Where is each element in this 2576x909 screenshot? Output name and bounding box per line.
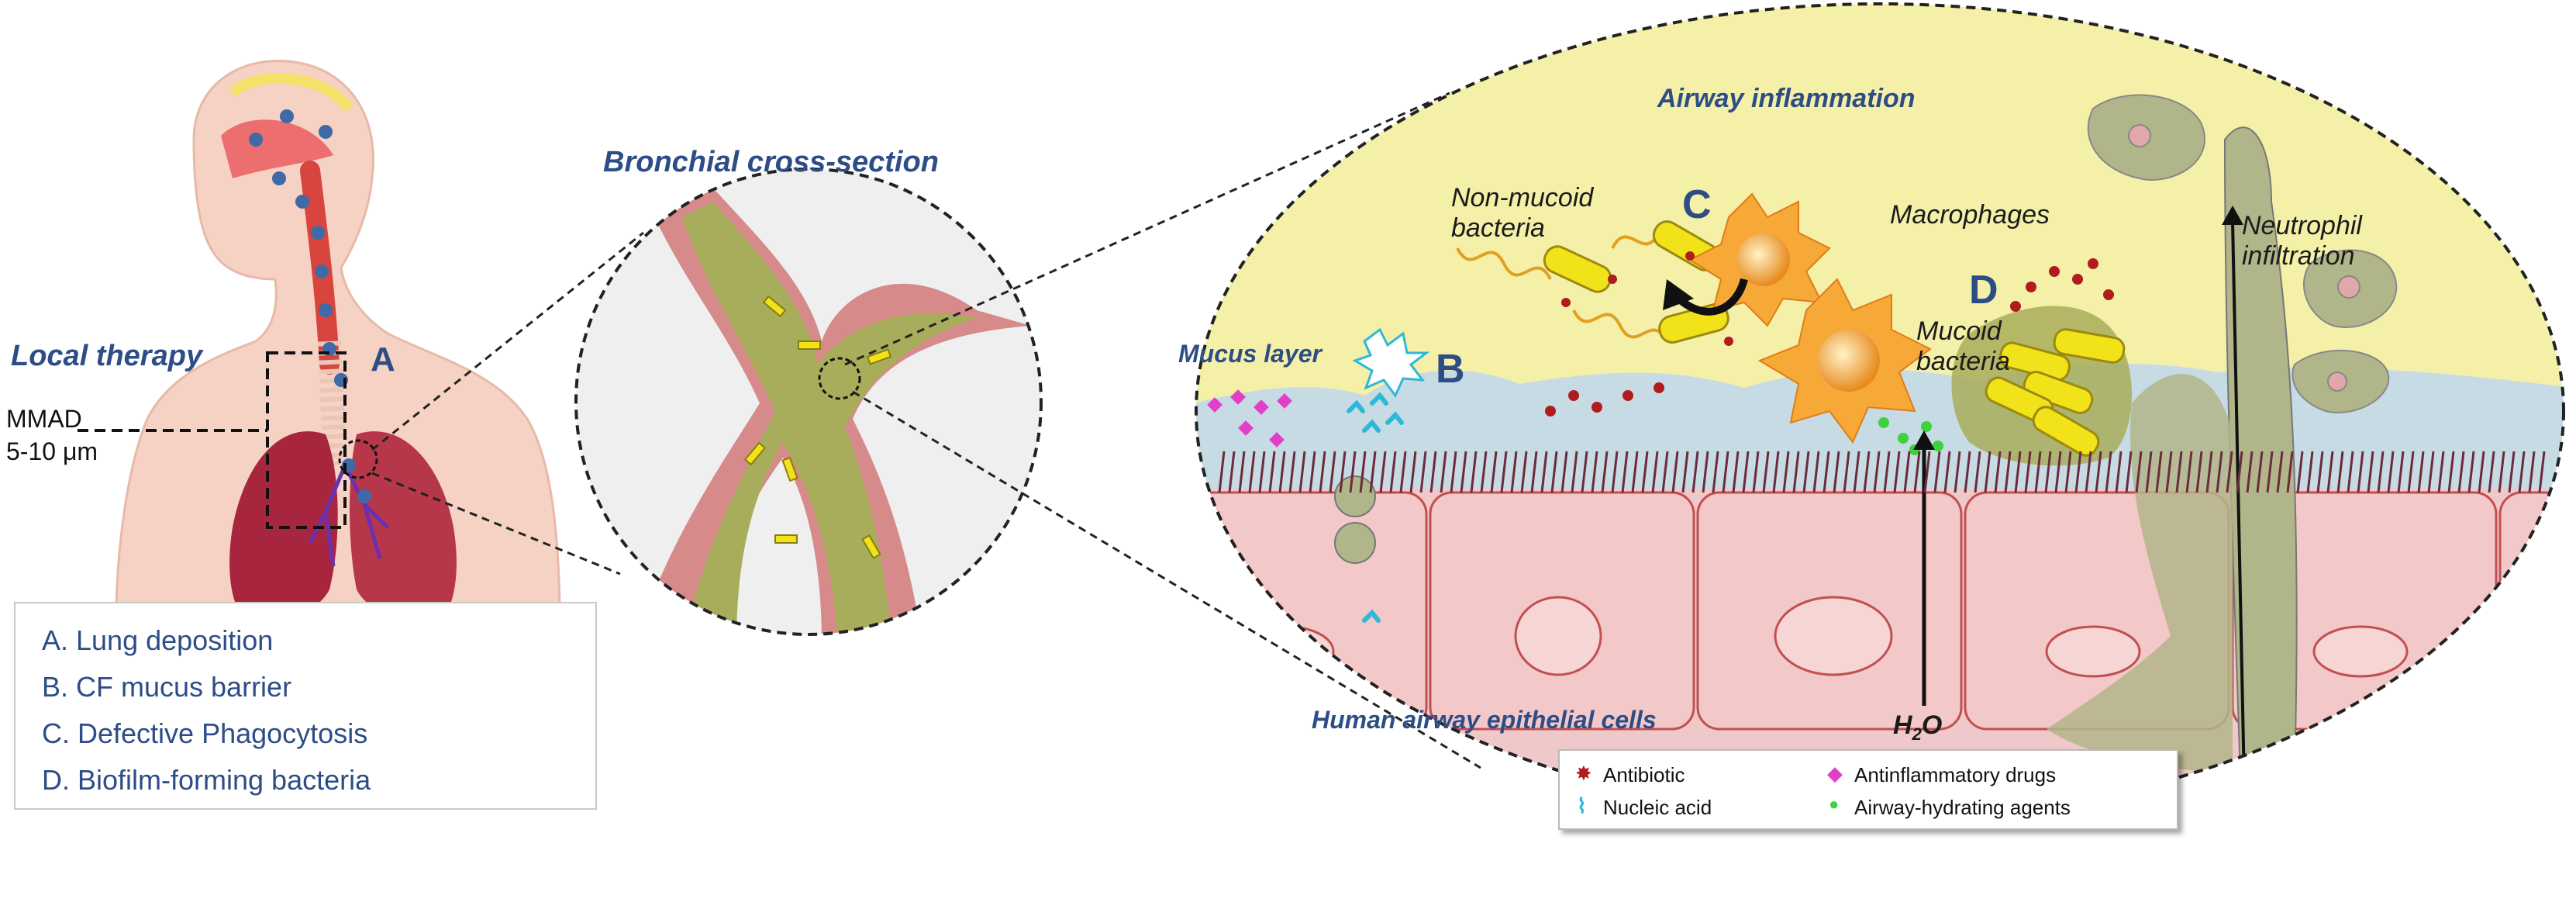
epithelial-cells-label: Human airway epithelial cells <box>1312 706 1657 734</box>
zoom-line-4 <box>852 390 1481 769</box>
antiinflammatory-icon: ◆ <box>1827 762 1843 785</box>
mmad-size-label: 5-10 μm <box>6 437 98 465</box>
antibiotic-particles <box>1545 251 2114 416</box>
macrophages <box>1688 192 1932 444</box>
local-therapy-box <box>266 351 347 529</box>
legend-antiinflammatory-label: Antinflammatory drugs <box>1854 763 2057 786</box>
zoom-line-2 <box>371 472 621 575</box>
human-body-figure <box>78 60 561 623</box>
nucleic-acid-icon: ⌇ <box>1577 794 1587 817</box>
nasal-cavity <box>221 119 333 178</box>
list-item: B. CF mucus barrier <box>42 671 292 703</box>
bronchial-cross-section <box>574 168 1043 636</box>
airway-detail <box>1195 2 2565 820</box>
trachea <box>318 340 347 466</box>
antiinflammatory-particles <box>1207 389 1292 448</box>
zoom-line-3 <box>844 92 1450 366</box>
cross-section-bacteria <box>743 295 892 559</box>
neutrophil-arrow <box>2231 220 2246 784</box>
intracellular-vesicle-1 <box>1334 475 1376 517</box>
h2o-label: H2O <box>1893 710 1943 744</box>
label-b: B <box>1436 347 1465 392</box>
mmad-label: MMAD <box>6 405 82 433</box>
list-item: D. Biofilm-forming bacteria <box>42 764 371 796</box>
legend-hydrating-label: Airway-hydrating agents <box>1854 796 2071 819</box>
label-a: A <box>371 340 395 378</box>
list-item: C. Defective Phagocytosis <box>42 717 368 749</box>
label-d: D <box>1969 268 1998 313</box>
intracellular-vesicle-2 <box>1334 522 1376 564</box>
airway-inflammation-label: Airway inflammation <box>1657 84 1916 113</box>
hydrating-agent-icon: ● <box>1829 794 1840 814</box>
antibiotic-icon: ✸ <box>1575 762 1592 785</box>
findings-list: A. Lung deposition B. CF mucus barrier C… <box>14 602 597 810</box>
zoom-line-1 <box>371 231 644 451</box>
mucoid-bacteria-cluster <box>1985 328 2126 457</box>
phagocytosis-arrowhead <box>1663 279 1694 310</box>
symbol-legend: ✸ Antibiotic ◆ Antinflammatory drugs ⌇ N… <box>1558 749 2178 830</box>
bronchus-lumen <box>682 202 977 634</box>
cross-section-zoom-circle <box>818 357 861 400</box>
body-silhouette <box>115 60 561 607</box>
local-therapy-label: Local therapy <box>11 340 203 372</box>
phagocytosis-arrow <box>1671 278 1748 316</box>
neutrophils-lumen <box>2087 94 2398 413</box>
neutrophil-arrowhead <box>2222 206 2243 225</box>
right-lung <box>350 431 457 623</box>
water-arrowhead <box>1913 430 1935 450</box>
bronchial-cross-section-title: Bronchial cross-section <box>603 146 939 178</box>
mucus-aggregate <box>1352 327 1430 398</box>
legend-antibiotic-label: Antibiotic <box>1603 763 1685 786</box>
legend-nucleic-acid-label: Nucleic acid <box>1603 796 1712 819</box>
mucus-layer-label: Mucus layer <box>1178 340 1322 368</box>
list-item: A. Lung deposition <box>42 624 274 656</box>
macrophages-label: Macrophages <box>1890 200 2050 230</box>
label-c: C <box>1682 182 1712 227</box>
brain-outline <box>229 73 353 112</box>
bronchial-tree <box>308 464 389 567</box>
lung-zoom-circle <box>338 439 378 479</box>
